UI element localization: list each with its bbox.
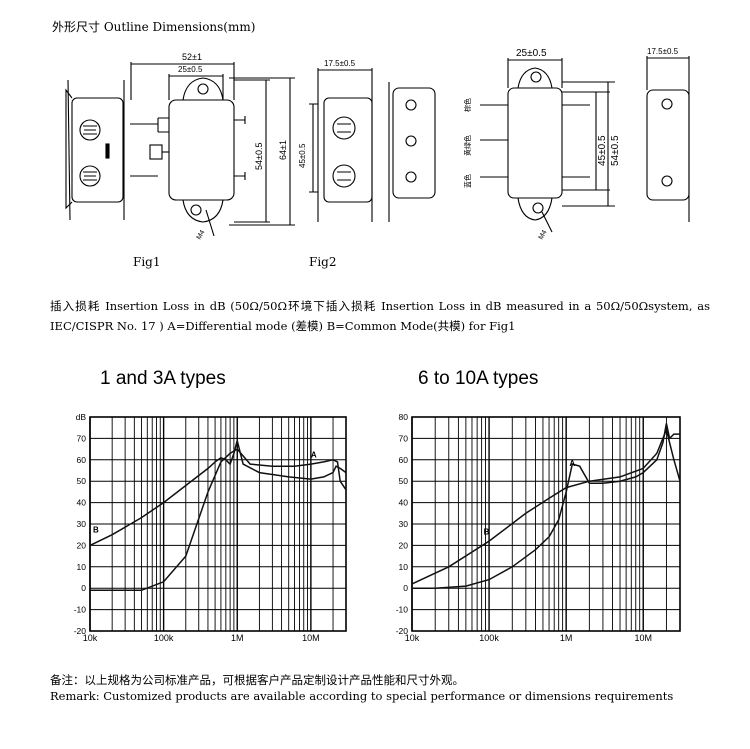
x-tick-label: 1M <box>560 633 573 643</box>
description-line-2: IEC/CISPR No. 17 ) A=Differential mode (… <box>50 319 516 333</box>
x-tick-label: 10k <box>405 633 420 643</box>
wire-label-blue: 蓝色 <box>463 174 472 188</box>
dim-54-fig3: 54±0.5 <box>610 135 621 166</box>
y-tick-label: 70 <box>399 433 409 443</box>
series-label-a: A <box>569 459 575 468</box>
y-tick-label: 50 <box>77 476 87 486</box>
fig1-front-view <box>130 62 295 237</box>
dim-45-fig2: 45±0.5 <box>298 143 307 168</box>
y-tick-label: -20 <box>74 626 87 636</box>
series-line-b <box>89 440 347 547</box>
remark-cn: 备注：以上规格为公司标准产品，可根据客户产品定制设计产品性能和尺寸外观。 <box>50 673 464 687</box>
side-view-far-right <box>646 56 690 222</box>
chart-right-title: 6 to 10A types <box>418 368 539 389</box>
fig2-label: Fig2 <box>309 255 337 269</box>
y-tick-label: 40 <box>77 498 87 508</box>
remark: 备注：以上规格为公司标准产品，可根据客户产品定制设计产品性能和尺寸外观。 Rem… <box>50 672 673 704</box>
fig1-label: Fig1 <box>133 255 161 269</box>
remark-en: Remark: Customized products are availabl… <box>50 689 674 703</box>
y-tick-label: 80 <box>399 412 409 422</box>
description-line-1: 插入损耗 Insertion Loss in dB (50Ω/50Ω环境下插入损… <box>50 299 710 313</box>
x-tick-label: 100k <box>154 633 174 643</box>
dim-64: 64±1 <box>278 140 288 160</box>
dim-25-fig3: 25±0.5 <box>516 48 547 59</box>
wire-label-brown: 棕色 <box>463 98 472 112</box>
side-view-left <box>65 79 125 221</box>
y-tick-label: 60 <box>399 455 409 465</box>
series-label-b: B <box>93 526 99 535</box>
plot-frame <box>411 416 681 632</box>
y-tick-label: -10 <box>396 605 409 615</box>
y-tick-label: 10 <box>399 562 409 572</box>
dim-17-5-fig2: 17.5±0.5 <box>324 59 356 68</box>
dim-17-5-fig3: 17.5±0.5 <box>647 47 679 56</box>
y-tick-label: 20 <box>399 540 409 550</box>
y-tick-label: 0 <box>81 583 86 593</box>
dim-52: 52±1 <box>182 52 202 62</box>
x-tick-label: 10M <box>302 633 320 643</box>
screw-label-fig3: M4 <box>538 229 549 241</box>
y-tick-label: -10 <box>74 605 87 615</box>
y-tick-label: 30 <box>399 519 409 529</box>
side-view-right <box>388 82 436 222</box>
insertion-loss-description: 插入损耗 Insertion Loss in dB (50Ω/50Ω环境下插入损… <box>50 296 710 336</box>
y-tick-label: 10 <box>77 562 87 572</box>
wire-label-yellowgreen: 黄绿色 <box>463 135 472 156</box>
screw-label-fig1: M4 <box>196 229 207 241</box>
series-line-a <box>90 448 347 592</box>
fig3-front-view <box>480 58 615 233</box>
outline-drawings: 52±1 25±0.5 54±0.5 64±1 17.5±0.5 45±0.5 … <box>65 47 690 241</box>
dim-54: 54±0.5 <box>254 143 264 170</box>
y-tick-label: 60 <box>77 455 87 465</box>
x-tick-label: 100k <box>479 633 499 643</box>
series-label-b: B <box>484 528 490 537</box>
plot-frame <box>89 416 347 632</box>
y-tick-label: 50 <box>399 476 409 486</box>
fig2-side-view <box>309 68 373 222</box>
dim-45-fig3: 45±0.5 <box>597 135 608 166</box>
y-tick-label: -20 <box>396 626 409 636</box>
y-tick-label: 0 <box>403 583 408 593</box>
y-tick-label: 70 <box>77 433 87 443</box>
x-tick-label: 10M <box>634 633 652 643</box>
chart-left-title: 1 and 3A types <box>100 368 226 389</box>
y-tick-label: 20 <box>77 540 87 550</box>
x-tick-label: 1M <box>231 633 244 643</box>
y-tick-label: 30 <box>77 519 87 529</box>
series-label-a: A <box>311 451 317 460</box>
x-tick-label: 10k <box>83 633 98 643</box>
y-tick-label: 40 <box>399 498 409 508</box>
dim-25: 25±0.5 <box>178 65 203 74</box>
series-line-b <box>411 427 681 585</box>
page-heading: 外形尺寸 Outline Dimensions(mm) <box>52 20 256 34</box>
y-tick-label: dB <box>76 412 87 422</box>
